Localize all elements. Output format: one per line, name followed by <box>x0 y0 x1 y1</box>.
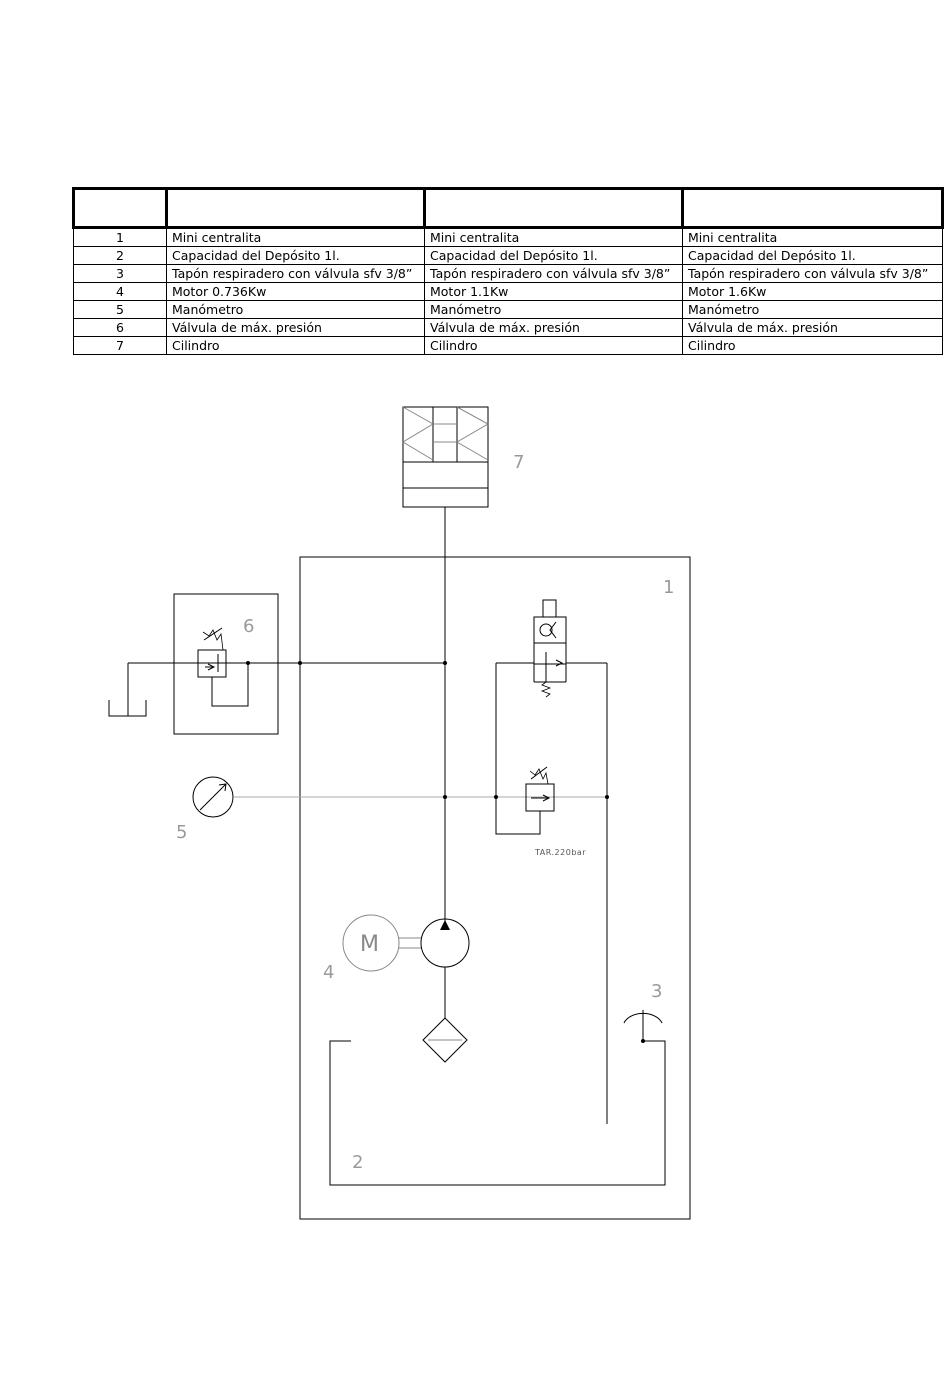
label-unit: 1 <box>663 577 674 598</box>
junction-dot <box>443 795 447 799</box>
junction-dot <box>641 1039 645 1043</box>
label-gauge: 5 <box>176 822 187 843</box>
pump-arrow <box>440 920 450 930</box>
tank-symbol <box>329 1040 666 1186</box>
cylinder-symbol <box>402 406 490 508</box>
cell-text: Cilindro <box>682 336 943 355</box>
cell-text: Capacidad del Depósito 1l. <box>424 246 683 265</box>
cell-text: Tapón respiradero con válvula sfv 3/8” <box>424 264 683 283</box>
cell-number: 7 <box>73 336 167 355</box>
label-motor: 4 <box>323 962 334 983</box>
header-cell <box>423 187 684 229</box>
table-row: 7 Cilindro Cilindro Cilindro <box>73 336 943 355</box>
header-cell <box>72 187 168 229</box>
label-cylinder: 7 <box>513 452 524 473</box>
table-row: 6 Válvula de máx. presión Válvula de máx… <box>73 318 943 337</box>
junction-dot <box>443 661 447 665</box>
check-valve-symbol <box>533 599 567 698</box>
motor-symbol <box>342 914 421 972</box>
table-row: 5 Manómetro Manómetro Manómetro <box>73 300 943 319</box>
cell-text: Cilindro <box>166 336 425 355</box>
junction-dot <box>298 661 302 665</box>
parts-table: 1 Mini centralita Mini centralita Mini c… <box>72 187 944 355</box>
unit-boundary <box>299 556 691 1220</box>
label-breather: 3 <box>651 981 662 1002</box>
header-cell <box>681 187 944 229</box>
table-row: 3 Tapón respiradero con válvula sfv 3/8”… <box>73 264 943 283</box>
cell-text: Cilindro <box>424 336 683 355</box>
internal-relief-circuit <box>495 662 608 1124</box>
header-cell <box>165 187 426 229</box>
relief-setting-text: TAR.220bar <box>534 848 586 857</box>
junction-dot <box>246 661 250 665</box>
label-tank: 2 <box>352 1152 363 1173</box>
table-header-row <box>72 187 944 229</box>
drain-tank-symbol <box>108 700 147 717</box>
cell-text: Motor 0.736Kw <box>166 282 425 301</box>
filter-symbol <box>422 1017 468 1063</box>
motor-letter: M <box>360 932 379 957</box>
label-valve: 6 <box>243 616 254 637</box>
relief-valve-assembly <box>173 593 279 735</box>
pressure-gauge-symbol <box>192 776 234 818</box>
breather-symbol <box>623 1010 663 1041</box>
cell-text: Válvula de máx. presión <box>424 318 683 337</box>
